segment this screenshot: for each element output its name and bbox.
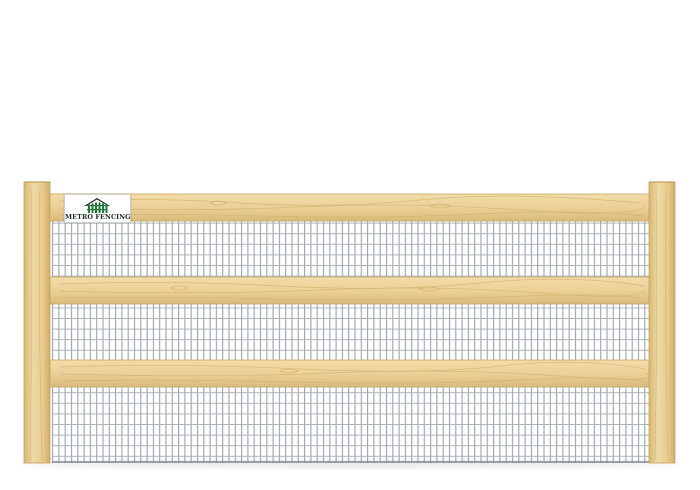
rail-top — [47, 193, 654, 222]
wood-grain — [59, 195, 650, 384]
fence-posts — [23, 181, 676, 464]
brand-sign: METRO FENCING — [64, 194, 131, 223]
post-right — [648, 181, 676, 464]
mesh-panel-top — [52, 221, 649, 277]
brand-name: METRO FENCING — [65, 213, 131, 221]
wire-mesh — [52, 221, 649, 463]
house-fence-logo-icon — [84, 198, 110, 213]
fence-rails — [47, 193, 654, 388]
mesh-panel-bottom — [52, 387, 649, 463]
rail-bottom — [47, 359, 654, 388]
mesh-panel-middle — [52, 304, 649, 360]
post-left — [23, 181, 51, 464]
